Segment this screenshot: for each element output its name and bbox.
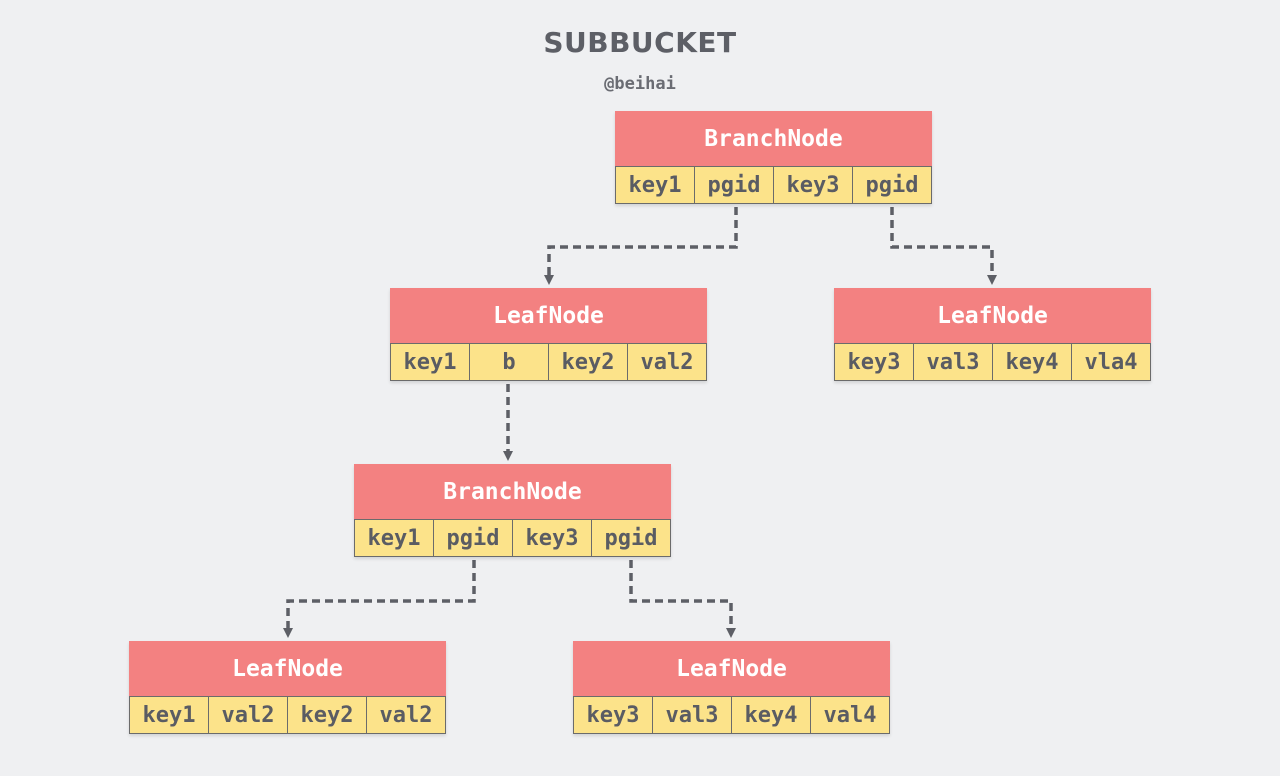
cell: key2 — [548, 343, 628, 381]
cell: val2 — [208, 696, 288, 734]
sub-leaf-node-right: LeafNode key3 val3 key4 val4 — [573, 641, 890, 734]
leaf-node-left: LeafNode key1 b key2 val2 — [390, 288, 707, 381]
node-type-label: BranchNode — [615, 111, 932, 166]
root-branch-node: BranchNode key1 pgid key3 pgid — [615, 111, 932, 204]
cell: pgid — [852, 166, 932, 204]
node-cells: key3 val3 key4 val4 — [573, 696, 890, 734]
leaf-node-right: LeafNode key3 val3 key4 vla4 — [834, 288, 1151, 381]
cell: val4 — [810, 696, 890, 734]
node-cells: key1 val2 key2 val2 — [129, 696, 446, 734]
author-label: @beihai — [604, 74, 676, 94]
cell: pgid — [694, 166, 774, 204]
node-cells: key1 b key2 val2 — [390, 343, 707, 381]
cell: key1 — [390, 343, 470, 381]
cell: key4 — [731, 696, 811, 734]
node-type-label: LeafNode — [129, 641, 446, 696]
cell: val2 — [627, 343, 707, 381]
sub-branch-node: BranchNode key1 pgid key3 pgid — [354, 464, 671, 557]
cell: key4 — [992, 343, 1072, 381]
node-cells: key3 val3 key4 vla4 — [834, 343, 1151, 381]
arrow-root-to-leaf-left — [544, 207, 738, 285]
cell: key3 — [512, 519, 592, 557]
node-cells: key1 pgid key3 pgid — [354, 519, 671, 557]
node-type-label: LeafNode — [834, 288, 1151, 343]
node-cells: key1 pgid key3 pgid — [615, 166, 932, 204]
arrow-sub-branch-to-sub-leaf-right — [629, 560, 736, 638]
cell: key1 — [354, 519, 434, 557]
cell: val2 — [366, 696, 446, 734]
cell: key3 — [834, 343, 914, 381]
cell: vla4 — [1071, 343, 1151, 381]
diagram-title: SUBBUCKET — [543, 26, 737, 59]
arrow-sub-branch-to-sub-leaf-left — [283, 560, 476, 638]
cell: val3 — [913, 343, 993, 381]
cell: pgid — [433, 519, 513, 557]
cell: key3 — [573, 696, 653, 734]
cell: b — [469, 343, 549, 381]
node-type-label: BranchNode — [354, 464, 671, 519]
cell: key1 — [615, 166, 695, 204]
node-type-label: LeafNode — [573, 641, 890, 696]
cell: pgid — [591, 519, 671, 557]
cell: key1 — [129, 696, 209, 734]
cell: key2 — [287, 696, 367, 734]
cell: key3 — [773, 166, 853, 204]
cell: val3 — [652, 696, 732, 734]
sub-leaf-node-left: LeafNode key1 val2 key2 val2 — [129, 641, 446, 734]
arrow-root-to-leaf-right — [890, 207, 997, 285]
node-type-label: LeafNode — [390, 288, 707, 343]
